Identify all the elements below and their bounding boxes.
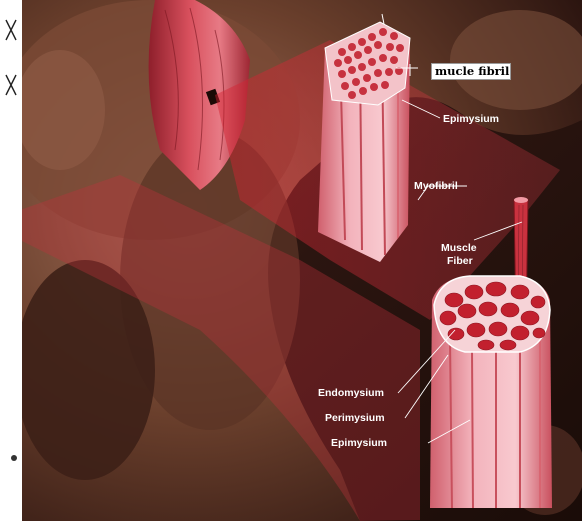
label-perimysium: Perimysium: [325, 412, 385, 424]
label-muscle-fiber-line1: Muscle: [441, 242, 477, 254]
fascicle-bundle: [318, 14, 418, 262]
muscle-fiber-bundle: [430, 276, 552, 510]
callout-muscle-fibril: mucle fibril: [431, 63, 511, 80]
label-epimysium-top: Epimysium: [443, 113, 499, 125]
left-margin: [0, 0, 22, 521]
label-endomysium: Endomysium: [318, 387, 384, 399]
deltoid-highlight: [15, 50, 105, 170]
label-muscle-fiber-line2: Fiber: [447, 255, 473, 267]
margin-mark: [11, 455, 17, 461]
label-myofibril: Myofibril: [414, 180, 458, 192]
myofibril-end: [514, 197, 528, 203]
label-epimysium-bottom: Epimysium: [331, 437, 387, 449]
fiber-groove: [472, 350, 473, 510]
